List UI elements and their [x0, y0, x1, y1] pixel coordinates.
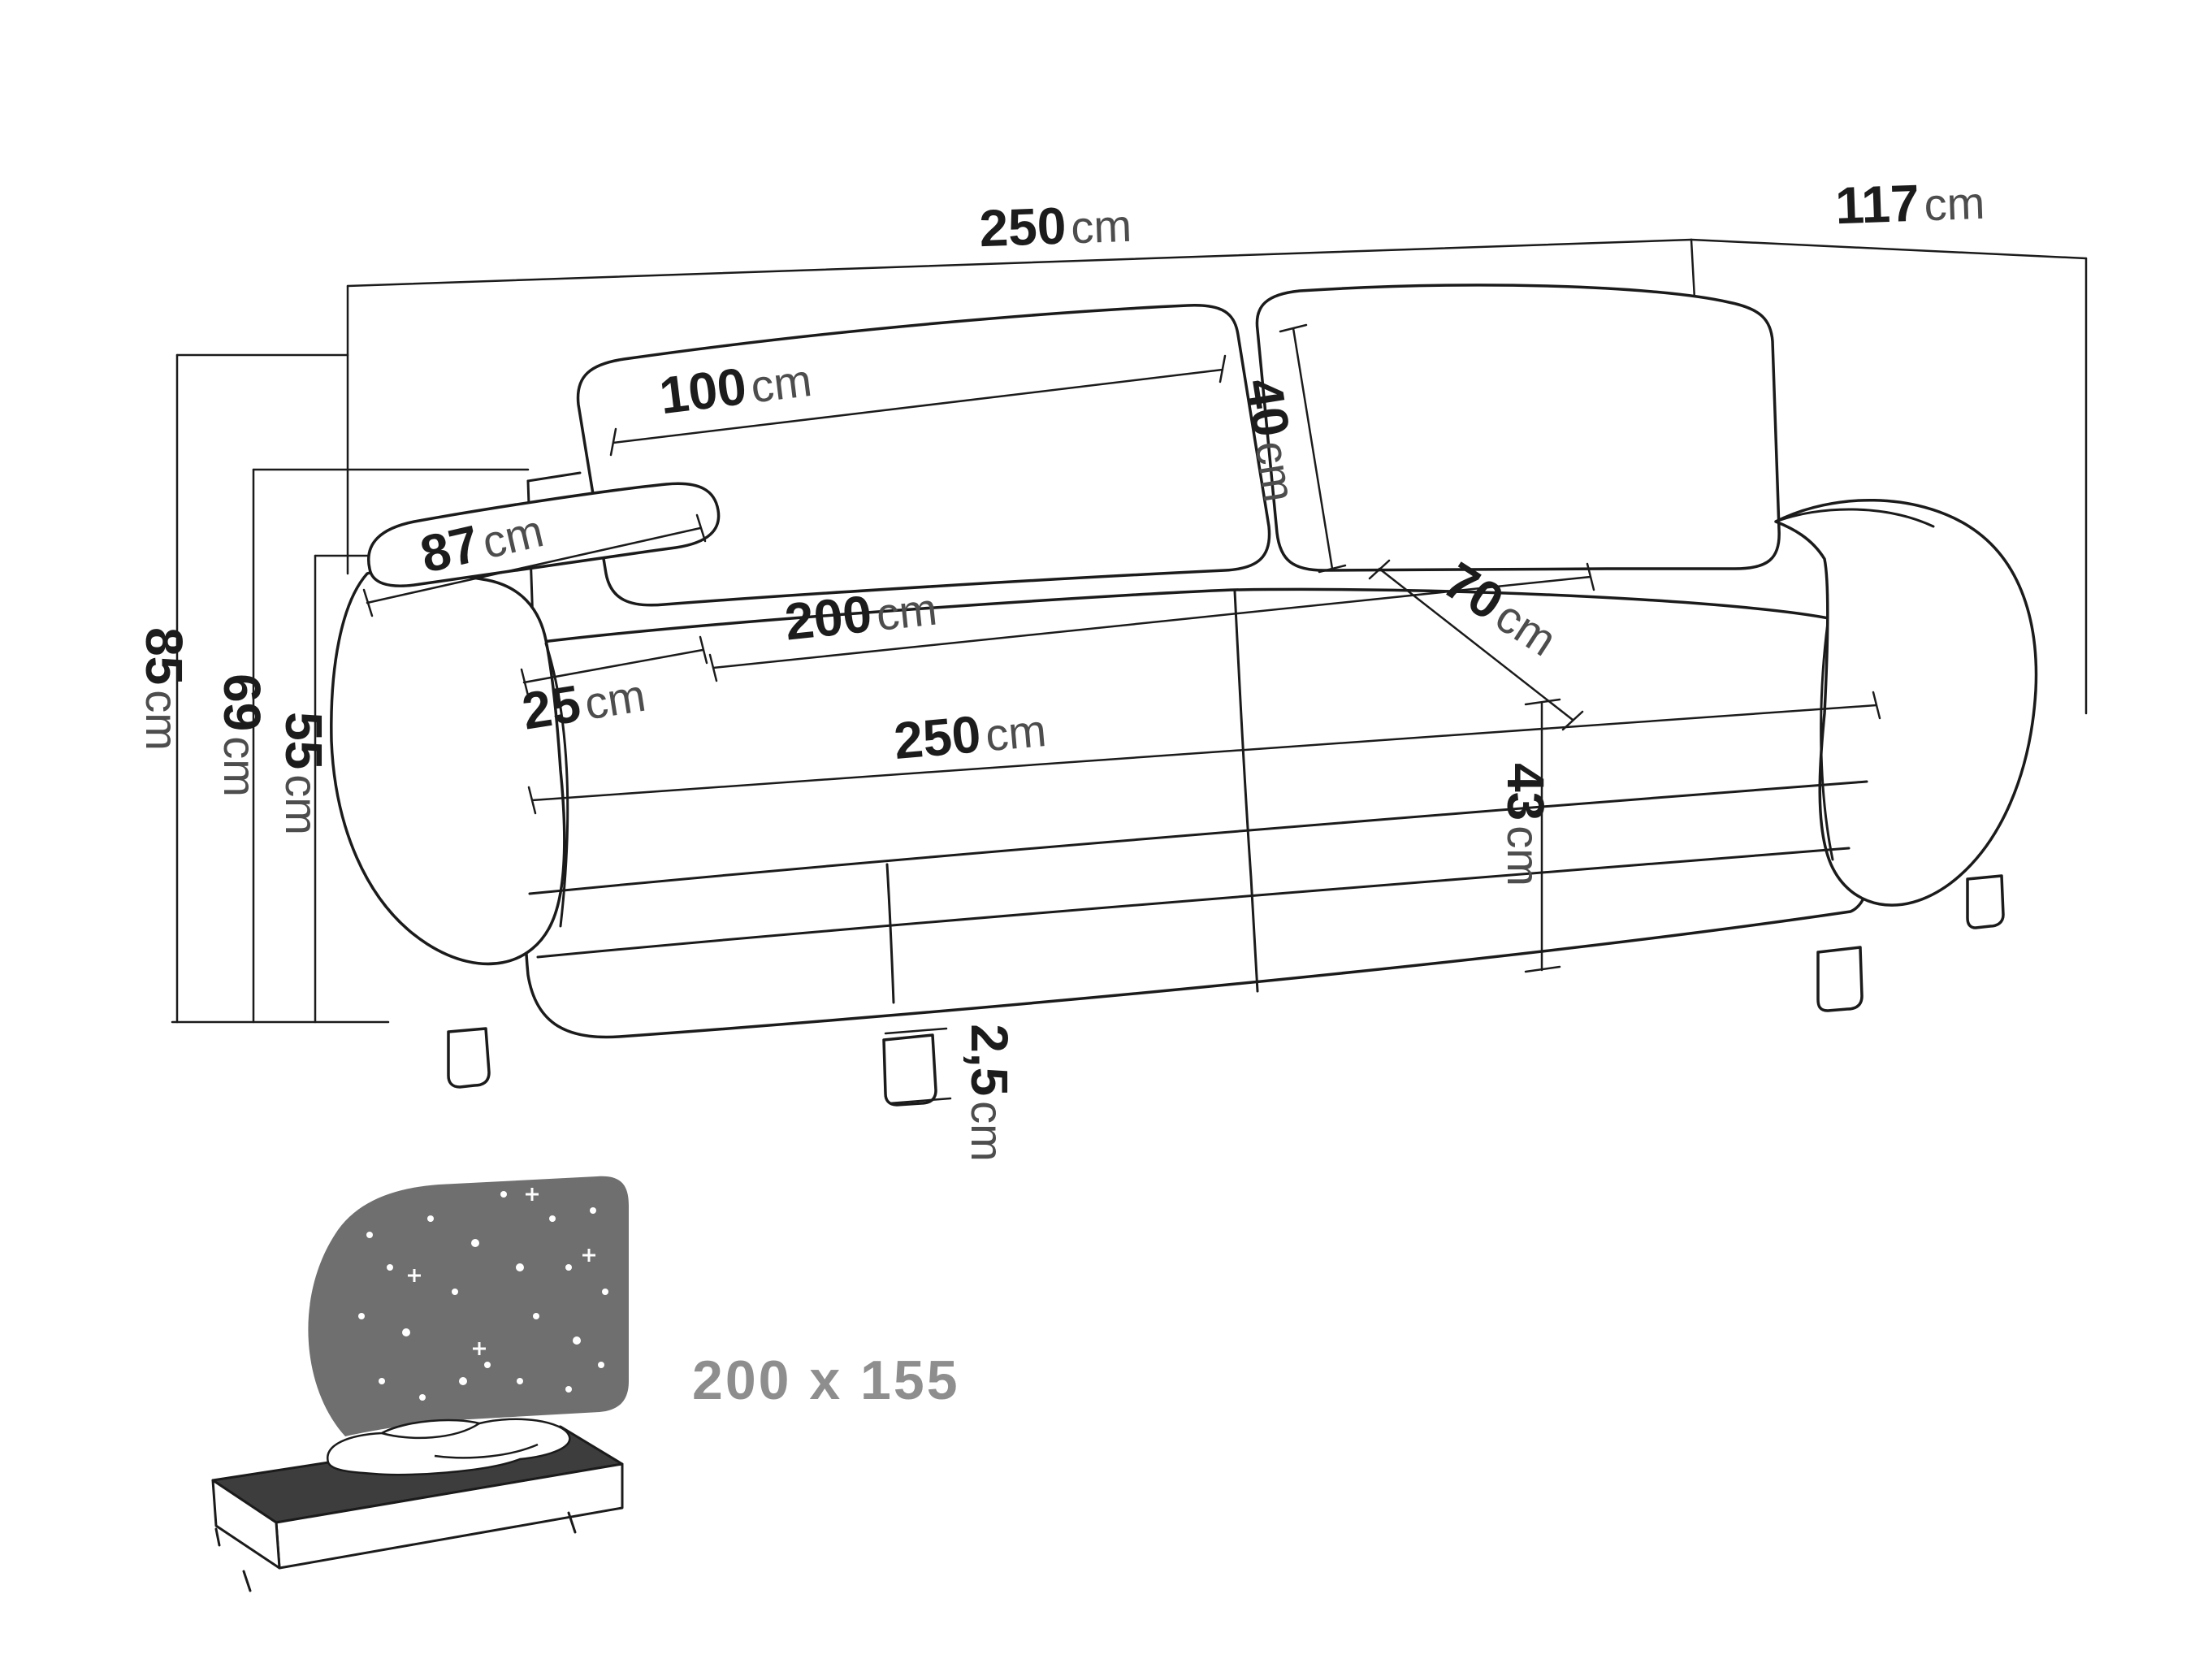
front-width-line [527, 691, 1881, 815]
top-depth-line [1690, 238, 2088, 260]
leg-back-right [1966, 874, 2005, 929]
projection-lines [171, 238, 2088, 1024]
dim-leg-height: 2,5cm [960, 1024, 1019, 1162]
leg-front-right [1816, 946, 1864, 1012]
dimension-lines [362, 323, 1881, 1105]
dim-front-width: 250cm [892, 699, 1049, 770]
dimension-labels: 250cm 117cm 100cm 40cm 87cm 200cm 70cm 2… [135, 171, 1985, 1162]
dim-seat-width: 200cm [782, 578, 940, 652]
left-armrest-top [367, 482, 721, 587]
left-arm-seat-seam [544, 642, 569, 928]
sofa-drawing [330, 284, 2038, 1107]
front-face-bulge-seam [536, 847, 1851, 959]
dim-backrest-height: 69cm [213, 674, 271, 797]
leg-front-left [447, 1027, 491, 1089]
stars [358, 1188, 608, 1401]
armrest-width-line [520, 635, 708, 697]
bedding-folds [381, 1422, 539, 1459]
seat-front-edge-seam [528, 780, 1868, 895]
seat-and-base [523, 587, 1874, 1039]
leg-height-ticks [884, 1027, 952, 1105]
seat-height-line [1524, 698, 1561, 973]
right-back-cushion [1255, 284, 1781, 572]
left-back-cushion [576, 304, 1271, 607]
right-armrest-top-seam [1774, 508, 1935, 528]
leg-front-center [882, 1033, 937, 1107]
back-frame-top-edge [526, 471, 582, 483]
front-face-left-seam [885, 863, 895, 1004]
top-width-line [346, 238, 1693, 288]
mattress-left-face [211, 1479, 281, 1570]
armrest-depth-line [362, 513, 707, 617]
dim-overall-depth: 117cm [1834, 171, 1985, 235]
seat-width-line [708, 562, 1595, 682]
dim-armrest-height: 55cm [275, 712, 333, 835]
dim-seat-height: 43cm [1496, 763, 1555, 886]
dim-cushion-height: 40cm [1234, 375, 1311, 505]
left-armrest [330, 569, 566, 966]
cushion-height-line [1279, 323, 1347, 574]
dim-total-height: 85cm [135, 627, 193, 751]
right-arm-seat-seam [1820, 621, 1834, 861]
dim-cushion-width: 100cm [656, 349, 815, 425]
bed-headboard [308, 1176, 629, 1436]
dim-overall-width: 250cm [978, 194, 1132, 258]
bed-feet [214, 1511, 577, 1592]
dim-armrest-width: 25cm [518, 664, 649, 741]
cushion-width-line [609, 354, 1227, 457]
seat-center-seam [1233, 590, 1259, 993]
sleeping-area-size-label: 200 x 155 [692, 1349, 960, 1411]
sleeping-function-icon: 200 x 155 [211, 1176, 960, 1592]
right-front-vertical-line [1690, 238, 1696, 301]
